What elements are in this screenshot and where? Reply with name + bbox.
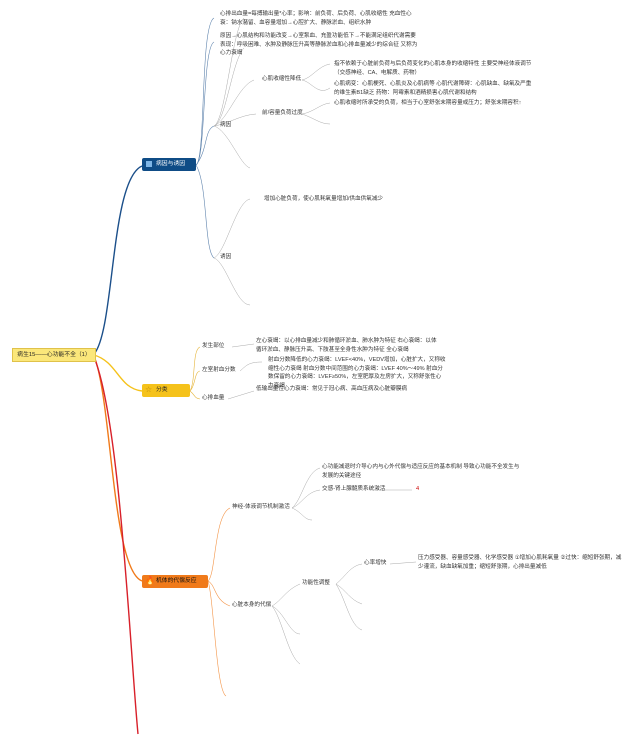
cause-label[interactable]: 病因 <box>220 122 232 128</box>
star-icon: ☆ <box>145 385 153 394</box>
contractility-definition: 指不依赖于心脏前负荷与后负荷变化的心肌本身的收缩特性 主要受神经体液调节（交感神… <box>334 61 532 76</box>
branch-node-compensation-label: 机体的代偿反应 <box>156 578 197 584</box>
site-label[interactable]: 发生部位 <box>202 343 225 349</box>
sympathetic-label[interactable]: 交感-肾上腺髓质系统激活 <box>322 486 386 492</box>
contractility-causes: 心肌病变：心肌梗死、心肌炎及心肌病等 心肌代谢障碍：心肌缺血、缺氧及严重的维生素… <box>334 81 532 96</box>
contractility-label[interactable]: 心肌收缩性降低 <box>262 76 302 82</box>
neuro-text: 心功能减退时介导心内与心外代偿与适应反应的基本机制 导致心功能不全发生与发展的关… <box>322 464 520 479</box>
concept-text: 原因→心肌结构和功能改变→心室泵血、充盈功能低下→不能满足组织代谢需要 表现：呼… <box>220 33 418 57</box>
fire-icon: 🔥 <box>145 576 155 585</box>
branch-node-causes[interactable]: 病因与诱因 <box>142 158 196 171</box>
heart-rate-label[interactable]: 心率增快 <box>364 560 387 566</box>
definition-text: 心排出血量=每搏输出量*心率；影响：前负荷、后负荷、心肌收缩性 充血性心衰：钠水… <box>220 11 412 26</box>
functional-label[interactable]: 功能性调整 <box>302 580 330 586</box>
output-text: 低输出量性心力衰竭：常见于冠心病、高血压病及心脏瓣膜病 <box>256 386 408 392</box>
neuro-label[interactable]: 神经-体液调节机制激活 <box>232 504 290 510</box>
square-icon <box>146 161 152 167</box>
connector-branch-2 <box>93 354 143 392</box>
branch-node-causes-label: 病因与诱因 <box>156 161 185 167</box>
site-text: 左心衰竭：以心排血量减少和肺循环淤血、肺水肿为特征 右心衰竭：以体循环淤血、静脉… <box>256 338 437 353</box>
branch-node-classification[interactable]: ☆ 分类 <box>142 384 190 397</box>
preload-text: 心肌收缩时所承受的负荷，相当于心室舒张末期容量或压力；舒张末期容积↑ <box>334 100 522 106</box>
connector-branch-4 <box>93 356 139 735</box>
root-topic[interactable]: 病生15——心功能不全（1） <box>12 348 96 362</box>
branch-node-classification-label: 分类 <box>156 387 168 393</box>
preload-label[interactable]: 前/容量负荷过度 <box>262 110 303 116</box>
trigger-text: 增加心脏负荷，使心肌耗氧量增加/供血供氧减少 <box>264 196 384 202</box>
branch-node-compensation[interactable]: 🔥 机体的代偿反应 <box>142 575 208 588</box>
output-label[interactable]: 心排血量 <box>202 395 225 401</box>
trigger-label[interactable]: 诱因 <box>220 254 232 260</box>
ef-text: 射血分数降低的心力衰竭：LVEF<40%，VEDV增加，心脏扩大，又称收缩性心力… <box>268 357 446 389</box>
sympathetic-mark: 4 <box>416 486 420 492</box>
connector-branch-1 <box>93 165 143 355</box>
ef-label[interactable]: 左室射血分数 <box>202 367 236 373</box>
heart-compensation-label[interactable]: 心脏本身的代偿 <box>232 602 272 608</box>
heart-rate-text: 压力感受器、容量感受器、化学感受器 ①增加心肌耗氧量 ②过快：缩短舒张期，减少灌… <box>418 555 622 570</box>
